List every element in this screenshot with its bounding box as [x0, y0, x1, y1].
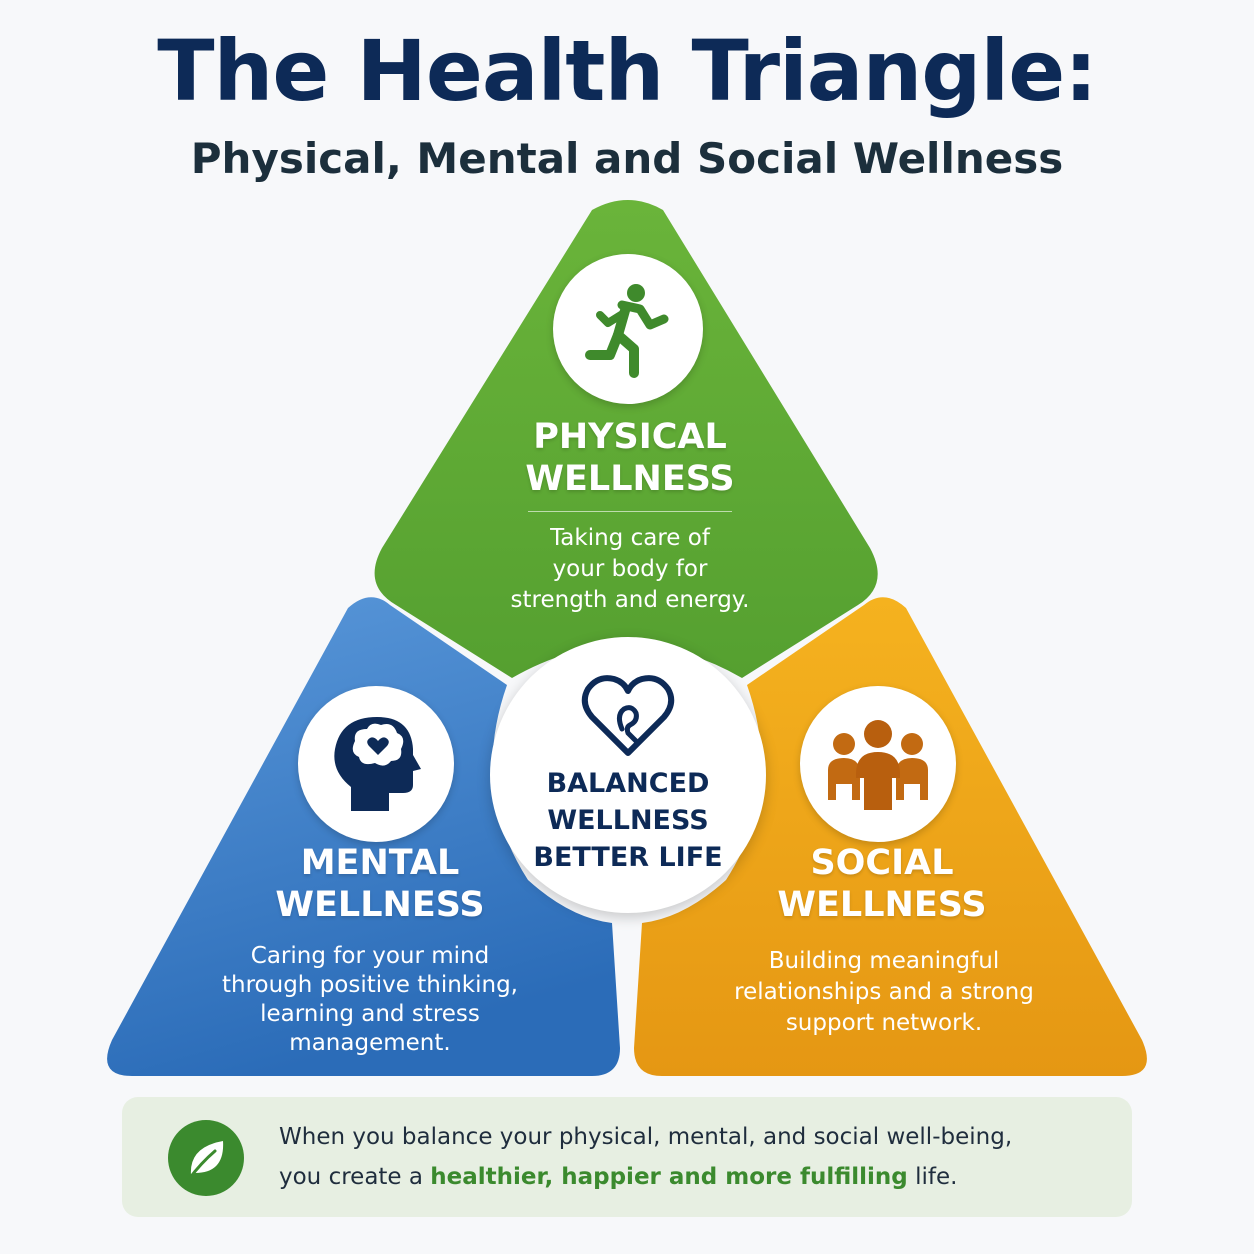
physical-icon-circle — [553, 254, 703, 404]
center-text: BALANCED WELLNESS BETTER LIFE — [533, 768, 723, 873]
physical-title: PHYSICAL WELLNESS — [525, 417, 735, 499]
social-icon-circle — [800, 686, 956, 842]
heart-outline-icon — [581, 675, 675, 756]
leaf-badge — [168, 1120, 244, 1196]
footer-line-1: When you balance your physical, mental, … — [279, 1124, 1013, 1150]
social-description: Building meaningful relationships and a … — [734, 948, 1034, 1036]
center-badge: BALANCED WELLNESS BETTER LIFE — [490, 637, 766, 913]
leaf-icon — [187, 1141, 224, 1181]
footer-banner: When you balance your physical, mental, … — [122, 1097, 1132, 1217]
mental-icon-circle — [298, 686, 454, 842]
people-group-icon — [828, 720, 928, 810]
running-person-icon — [585, 284, 669, 378]
mental-description: Caring for your mind through positive th… — [222, 943, 518, 1056]
mental-title: MENTAL WELLNESS — [275, 843, 485, 925]
head-brain-heart-icon — [334, 717, 421, 811]
physical-divider — [528, 511, 732, 512]
page-title: The Health Triangle: — [157, 22, 1098, 120]
footer-highlight: healthier, happier and more fulfilling — [430, 1164, 908, 1190]
physical-description: Taking care of your body for strength an… — [510, 525, 750, 613]
footer-line-2: you create a healthier, happier and more… — [279, 1164, 958, 1190]
page-subtitle: Physical, Mental and Social Wellness — [190, 134, 1064, 183]
footer-text: When you balance your physical, mental, … — [279, 1117, 1109, 1197]
physical-section-shape — [374, 200, 878, 678]
social-title: SOCIAL WELLNESS — [777, 843, 987, 925]
